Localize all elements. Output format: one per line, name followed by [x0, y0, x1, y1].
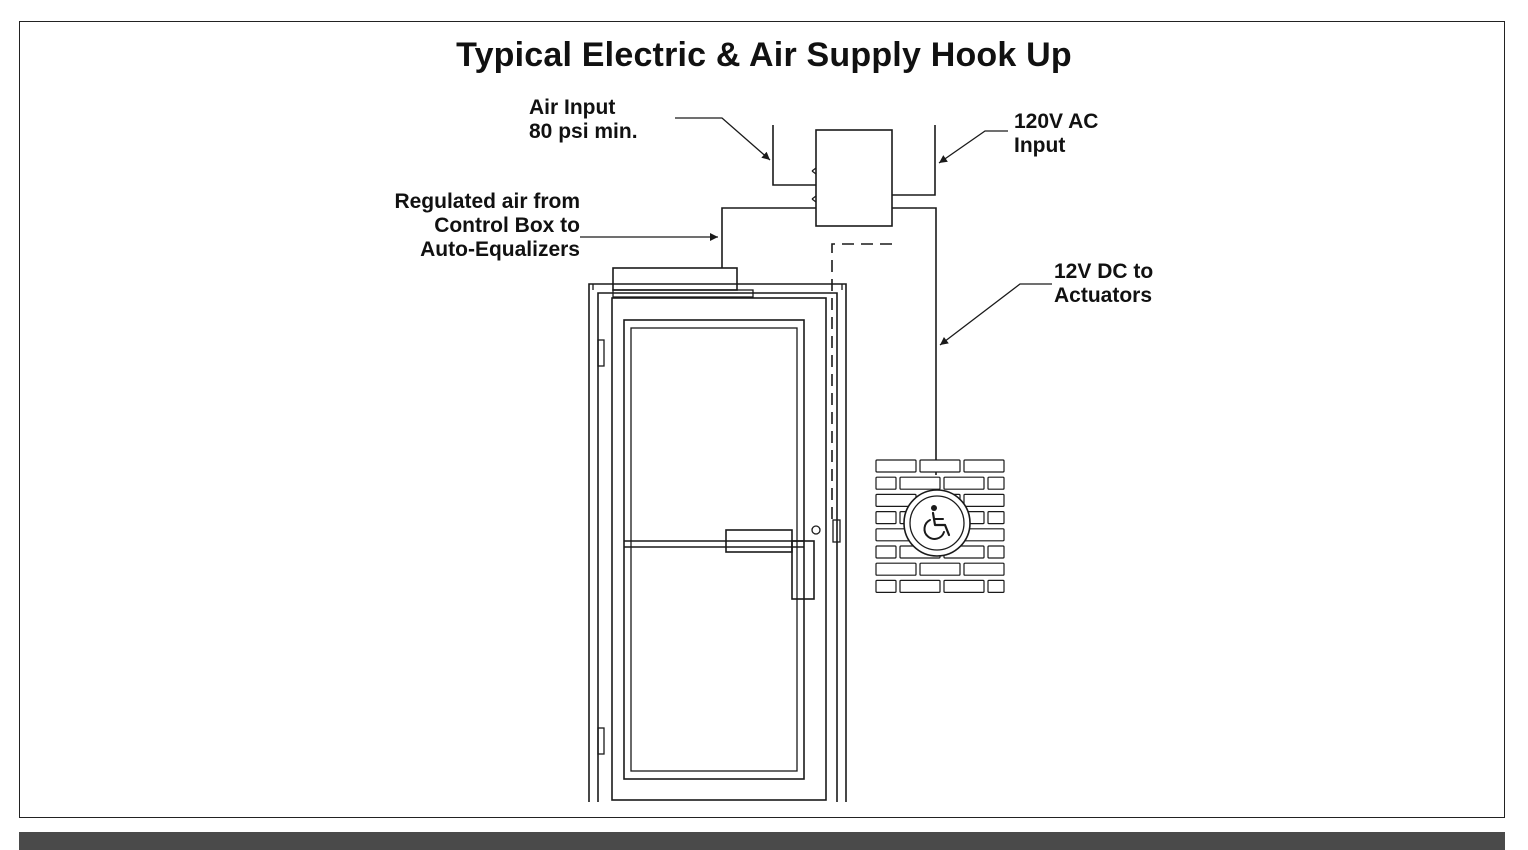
ac-input-cable — [892, 125, 936, 196]
ac-input-label-line2: Input — [1014, 134, 1066, 157]
control-box — [811, 129, 893, 227]
brick — [899, 476, 941, 490]
lower-hinge — [597, 727, 605, 755]
brick — [875, 511, 897, 525]
bottom-bar — [19, 832, 1505, 850]
brick — [963, 493, 1005, 507]
brick — [875, 476, 897, 490]
brick — [875, 579, 897, 594]
jamb-strike — [832, 519, 841, 543]
brick — [875, 545, 897, 559]
dc-actuators-label: 12V DC to Actuators — [1054, 260, 1153, 308]
dc-actuators-label-line1: 12V DC to — [1054, 260, 1154, 283]
regulated-air-label-line1: Regulated air from — [394, 190, 580, 213]
ac-input-label: 120V AC Input — [1014, 110, 1098, 158]
regulated-air-label-line3: Auto-Equalizers — [420, 238, 580, 261]
brick — [919, 562, 961, 576]
door-frame — [588, 283, 847, 802]
regulated-air-label-line2: Control Box to — [434, 214, 580, 237]
diagram-title: Typical Electric & Air Supply Hook Up — [456, 36, 1072, 74]
brick — [963, 562, 1005, 576]
regulated-air-label: Regulated air from Control Box to Auto-E… — [300, 190, 580, 262]
brick — [875, 562, 917, 576]
ac-input-label-line1: 120V AC — [1014, 110, 1099, 133]
brick — [963, 459, 1005, 473]
brick — [943, 476, 985, 490]
wheelchair-accessibility-icon — [923, 505, 951, 540]
dc-wire-dashed — [831, 243, 892, 520]
brick — [987, 545, 1005, 559]
air-input-leader — [675, 117, 771, 161]
brick — [987, 476, 1005, 490]
air-input-pipe — [772, 125, 816, 186]
air-input-label: Air Input 80 psi min. — [529, 96, 638, 144]
air-input-label-line1: Air Input — [529, 96, 616, 119]
panic-bar — [725, 525, 821, 600]
brick — [943, 579, 985, 594]
brick — [919, 459, 961, 473]
dc-actuators-label-line2: Actuators — [1054, 284, 1153, 307]
ac-input-leader — [938, 130, 1008, 164]
brick — [963, 528, 1005, 542]
push-button-plate — [903, 489, 971, 557]
air-input-label-line2: 80 psi min. — [529, 120, 638, 143]
brick — [899, 579, 941, 594]
upper-hinge — [597, 339, 605, 367]
brick — [987, 511, 1005, 525]
dc-actuators-leader — [939, 283, 1052, 346]
door-leaf — [611, 297, 827, 801]
dc-wire — [892, 207, 937, 475]
brick — [875, 459, 917, 473]
regulated-air-tube — [721, 207, 816, 268]
brick — [987, 579, 1005, 594]
